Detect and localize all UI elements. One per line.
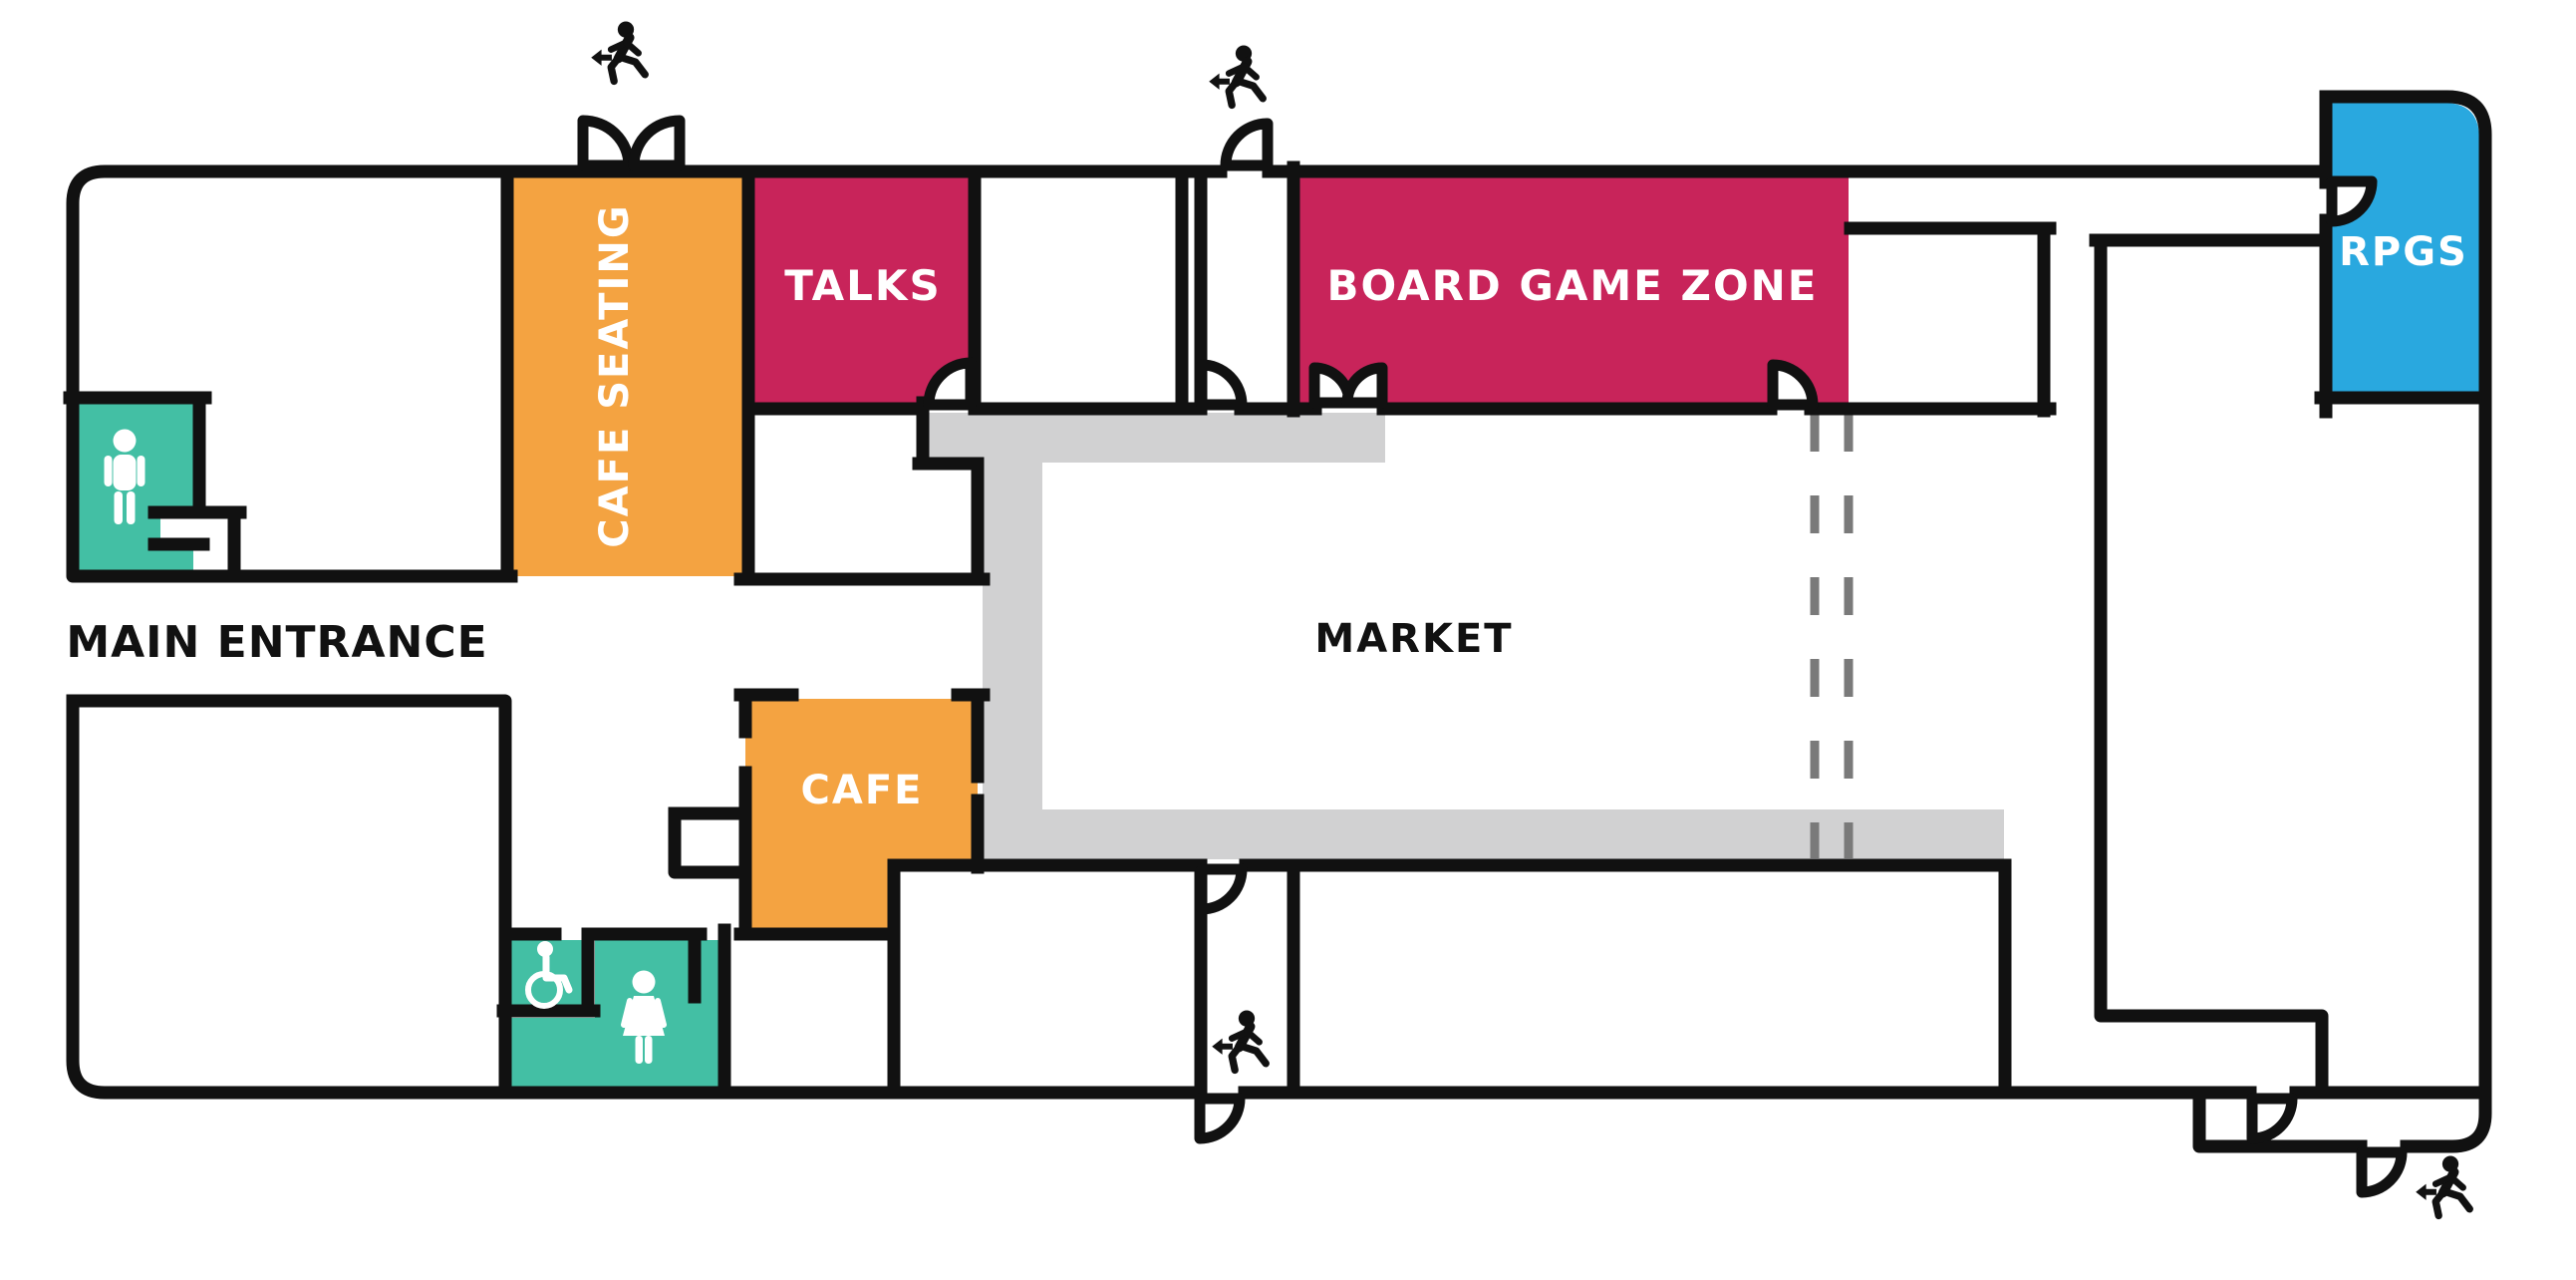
cafe-seating-label: CAFE SEATING: [592, 203, 638, 547]
talks-label: TALKS: [784, 261, 941, 310]
door-swing-arc: [1194, 1093, 1246, 1144]
door-swing-arc: [2246, 1093, 2298, 1144]
movable-partition-dashed-lines: [1810, 414, 1854, 858]
door-swing-arc: [577, 115, 635, 171]
exit-runner-icon: [1209, 45, 1263, 105]
door-swing-arc: [1196, 863, 1248, 915]
exit-runner-icon: [591, 21, 645, 81]
door-swing-arc: [2326, 175, 2378, 227]
room-rpgs: [2332, 103, 2479, 394]
room-talks: [751, 177, 975, 407]
door-swing-arc: [923, 357, 977, 411]
rpgs-label: RPGS: [2339, 229, 2468, 275]
room-cafe: [745, 699, 978, 928]
door-swing-arc: [1767, 359, 1819, 411]
door-swing-arc: [2356, 1146, 2408, 1198]
door-swing-arc: [1341, 362, 1388, 409]
door-swing-arc: [628, 115, 686, 171]
exit-runner-icon: [2416, 1155, 2469, 1215]
board-game-zone-label: BOARD GAME ZONE: [1326, 261, 1818, 310]
room-cafe-seating: [511, 177, 745, 576]
room-fills: [79, 103, 2479, 1087]
mens-restroom-door-notch: [160, 516, 228, 540]
door-swing-arc: [1220, 118, 1274, 171]
walls: [63, 90, 2492, 1153]
cafe-label: CAFE: [801, 768, 924, 813]
market-label: MARKET: [1314, 616, 1513, 662]
door-arcs: [577, 115, 2408, 1198]
room-board-game-zone: [1297, 177, 1849, 407]
door-swing-arc: [1196, 359, 1248, 411]
market-walkway-path: [929, 413, 2004, 859]
main-entrance-label: MAIN ENTRANCE: [66, 617, 487, 668]
room-womens-restroom: [511, 940, 718, 1087]
exit-runner-icon: [1212, 1010, 1266, 1070]
